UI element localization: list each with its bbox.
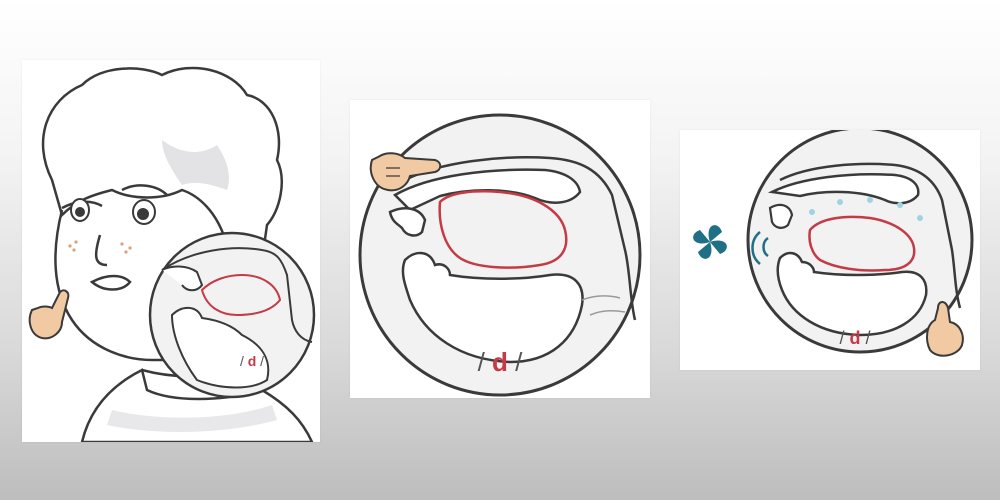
phoneme-open-slash: / [477,347,485,377]
phoneme-label: / d / [227,353,277,369]
boy-face-illustration [28,66,316,442]
phoneme-symbol: d [247,353,257,369]
phoneme-symbol: d [849,328,861,348]
airflow-fan-icon [693,225,727,259]
phoneme-close-slash: / [865,328,871,348]
air-dots-icon [809,197,923,221]
panel-mouth-closeup: / d / [350,100,650,398]
phoneme-open-slash: / [839,328,845,348]
mouth-cross-section-diagram [358,113,642,397]
phoneme-close-slash: / [260,353,265,369]
phoneme-label: / d / [450,347,550,378]
phoneme-symbol: d [492,347,508,377]
sound-wave-icon [751,231,769,265]
pointing-finger-icon [926,301,964,357]
phoneme-close-slash: / [515,347,523,377]
pointing-finger-icon [28,289,70,340]
mouth-cross-section-diagram [693,130,974,357]
pointing-finger-icon [369,152,442,192]
panel-airflow-diagram: / d / [680,130,980,370]
phoneme-label: / d / [820,328,890,349]
mouth-cross-section-diagram [148,231,316,399]
phoneme-open-slash: / [239,353,244,369]
panel-boy-with-mouth-diagram: / d / [22,60,320,442]
